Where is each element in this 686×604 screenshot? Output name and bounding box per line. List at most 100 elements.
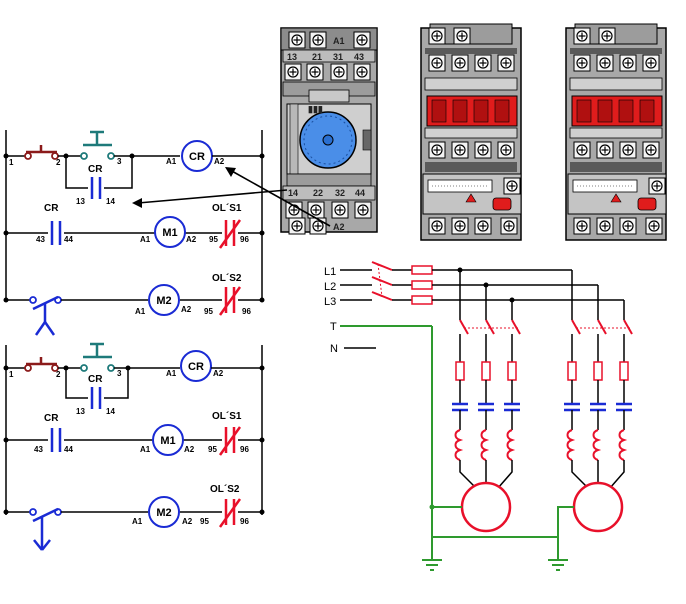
start-button[interactable] [80, 130, 115, 160]
seal-in-14: 14 [106, 197, 115, 206]
m1-a2: A2 [184, 445, 195, 454]
ol2-95: 95 [204, 307, 213, 316]
neutral-label: N [330, 343, 338, 355]
cr-seal-contact [88, 387, 104, 409]
motor-branch-2 [557, 270, 633, 560]
rung-1: 1 2 3 CR A1 CR A [3, 130, 265, 175]
motor-2 [572, 481, 624, 533]
cr-coil-label: CR [188, 361, 204, 373]
ground-icon [548, 559, 568, 571]
ol1-96: 96 [240, 235, 249, 244]
ol2-contact [218, 498, 242, 528]
cr-coil-label: CR [189, 151, 205, 163]
relay-t14: 14 [288, 188, 298, 198]
m2-coil-label: M2 [156, 507, 171, 519]
start-contact-label: CR [88, 374, 103, 385]
float-switch[interactable] [29, 295, 62, 336]
node-3: 3 [117, 369, 122, 378]
relay-t43: 43 [354, 52, 364, 62]
coil-a2: A2 [213, 369, 224, 378]
earth-label: T [330, 321, 337, 333]
ol2-label: OL´S2 [210, 484, 240, 495]
ol1-96: 96 [240, 445, 249, 454]
relay-t31: 31 [333, 52, 343, 62]
m2-coil-label: M2 [156, 295, 171, 307]
cr-seal-contact [88, 177, 104, 199]
seal-in-branch: 13 14 [63, 365, 131, 416]
rung-3: A1 M2 A2 OL´S2 95 96 [3, 484, 265, 551]
ol1-label: OL´S1 [212, 203, 242, 214]
node-1: 1 [9, 370, 14, 379]
ol2-96: 96 [240, 517, 249, 526]
ol2-95: 95 [200, 517, 209, 526]
start-button[interactable] [80, 342, 115, 372]
m2-a1: A1 [132, 517, 143, 526]
main-disconnect[interactable] [371, 261, 393, 301]
start-contact-label: CR [88, 164, 103, 175]
cr-43: 43 [36, 235, 45, 244]
motor-1 [460, 481, 512, 533]
ol2-contact [218, 286, 242, 316]
ol1-label: OL´S1 [212, 411, 242, 422]
m2-a2: A2 [181, 305, 192, 314]
relay-t13: 13 [287, 52, 297, 62]
rung-3: A1 M2 A2 OL´S2 95 96 [3, 273, 265, 336]
ol2-label: OL´S2 [212, 273, 242, 284]
phase-l2: L2 [324, 281, 336, 293]
rung-2: CR 43 44 A1 M1 A2 OL´S1 95 96 [3, 411, 265, 456]
node-3: 3 [117, 157, 122, 166]
relay-logo: ▮▮▮ [308, 104, 323, 114]
m1-a1: A1 [140, 445, 151, 454]
cr-contact-label: CR [44, 413, 59, 424]
node-1: 1 [9, 158, 14, 167]
relay-t44: 44 [355, 188, 365, 198]
ol2-96: 96 [242, 307, 251, 316]
contactor-1 [420, 23, 522, 241]
ground-icon [422, 559, 442, 571]
power-circuit: L1 L2 L3 T N [324, 261, 633, 571]
rung-2: CR 43 44 A1 M1 A2 OL´S1 95 96 [3, 203, 265, 249]
coil-a1: A1 [166, 157, 177, 166]
m1-coil-label: M1 [160, 435, 175, 447]
m2-coil: M2 [148, 496, 180, 528]
ladder-bottom: 1 2 3 CR A1 CR A [3, 342, 265, 551]
cr-coil: CR [180, 350, 212, 382]
stop-button[interactable] [24, 145, 59, 160]
ol1-contact [218, 426, 242, 456]
phase-l3: L3 [324, 296, 336, 308]
contactor-2 [565, 23, 667, 241]
m2-a1: A1 [135, 307, 146, 316]
stop-button[interactable] [24, 357, 59, 372]
ol1-contact [218, 219, 242, 249]
main-fuses [411, 265, 433, 305]
seal-in-14: 14 [106, 407, 115, 416]
control-relay: A1 13 21 31 43 ▮▮▮ 14 22 32 44 A2 [280, 27, 378, 235]
m1-coil: M1 [152, 424, 184, 456]
node-2: 2 [56, 370, 61, 379]
cr-contact-label: CR [44, 203, 59, 214]
node-2: 2 [56, 158, 61, 167]
relay-t22: 22 [313, 188, 323, 198]
cr-44: 44 [64, 235, 73, 244]
cr-43: 43 [34, 445, 43, 454]
m1-a2: A2 [186, 235, 197, 244]
m1-a1: A1 [140, 235, 151, 244]
coil-a2: A2 [214, 157, 225, 166]
ol1-95: 95 [208, 445, 217, 454]
seal-in-13: 13 [76, 407, 85, 416]
cr-44: 44 [64, 445, 73, 454]
seal-in-branch: 13 14 [63, 153, 135, 206]
coil-a1: A1 [166, 369, 177, 378]
motor-branch-1 [429, 270, 521, 533]
float-switch[interactable] [29, 507, 62, 551]
link-arrows [132, 167, 331, 227]
relay-t32: 32 [335, 188, 345, 198]
relay-a1: A1 [333, 36, 345, 46]
m1-coil: M1 [154, 216, 186, 248]
m2-a2: A2 [182, 517, 193, 526]
m1-coil-label: M1 [162, 227, 177, 239]
relay-t21: 21 [312, 52, 322, 62]
rung-1: 1 2 3 CR A1 CR A [3, 342, 265, 385]
phase-l1: L1 [324, 266, 336, 278]
seal-in-13: 13 [76, 197, 85, 206]
